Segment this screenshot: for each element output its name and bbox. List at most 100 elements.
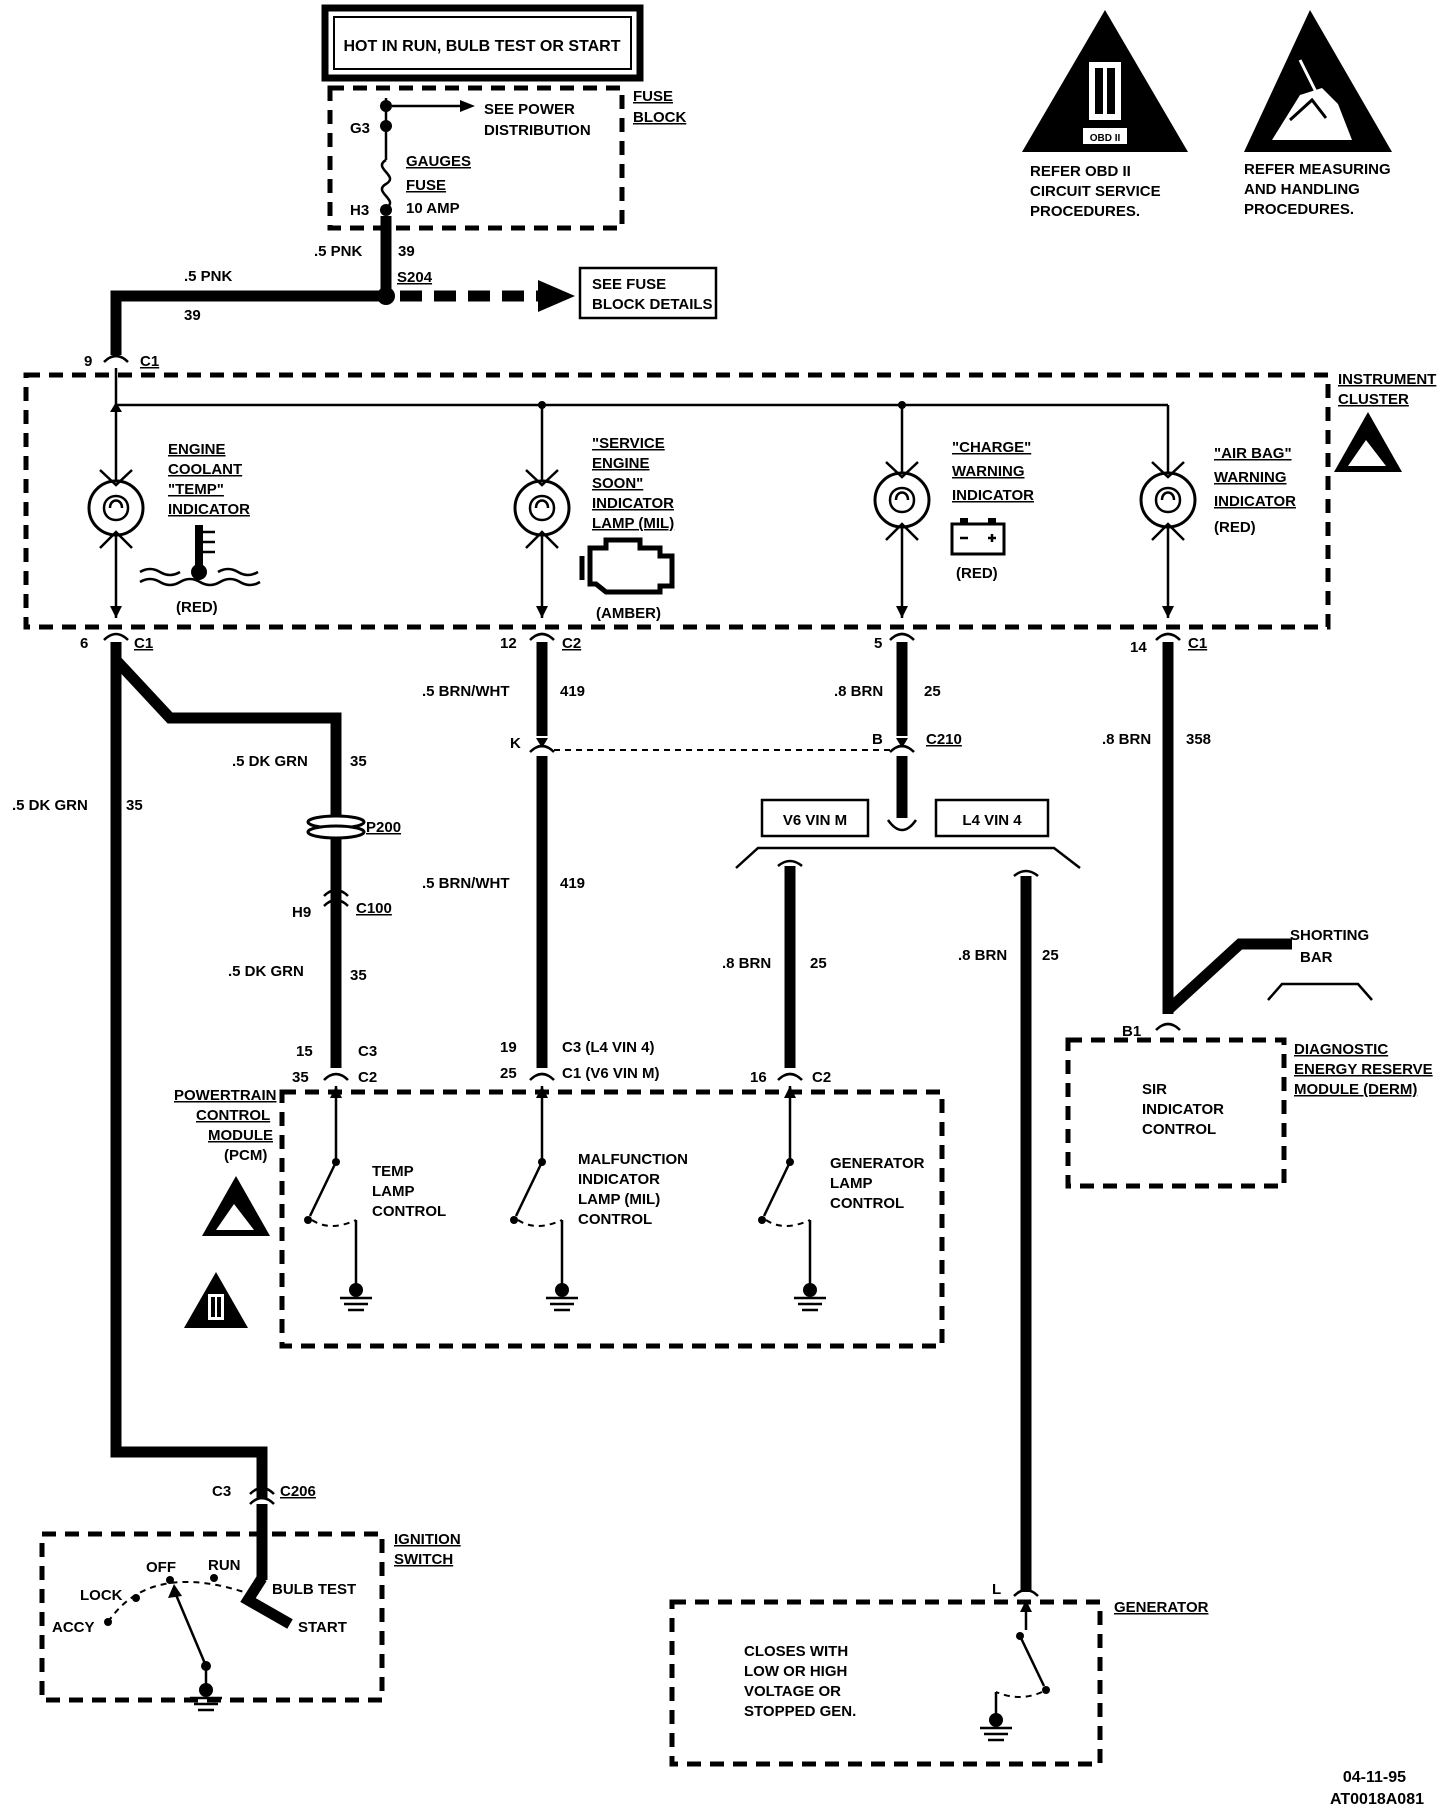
svg-text:419: 419 [560,683,585,700]
ground-icon [546,1283,578,1312]
svg-text:DIAGNOSTIC: DIAGNOSTIC [1294,1041,1388,1058]
svg-text:.8 BRN: .8 BRN [958,947,1007,964]
svg-text:16: 16 [750,1069,767,1086]
thermometer-icon [139,525,261,587]
arrow-icon [538,280,575,312]
splice-s204 [377,287,395,305]
coolant-temp-lamp: ENGINE COOLANT "TEMP" INDICATOR (RED) [87,405,261,618]
svg-text:.8 BRN: .8 BRN [1102,731,1151,748]
p200-connector: P200 [306,814,401,840]
svg-text:CONTROL: CONTROL [1142,1121,1216,1138]
svg-text:(RED): (RED) [956,565,998,582]
fuse-name-2: FUSE [406,177,446,194]
generator-lamp-switch: GENERATOR LAMP CONTROL [758,1086,925,1312]
svg-text:C1: C1 [1188,635,1207,652]
circuit-39-left: 39 [184,307,201,324]
svg-text:INDICATOR: INDICATOR [1142,1101,1224,1118]
svg-text:B1: B1 [1122,1023,1141,1040]
fuse-icon [380,158,392,210]
svg-text:C100: C100 [356,900,392,917]
esd-text-3: PROCEDURES. [1244,201,1354,218]
engine-icon [579,537,675,595]
svg-text:MODULE (DERM): MODULE (DERM) [1294,1081,1417,1098]
diagram-code: AT0018A081 [1330,1791,1424,1808]
svg-text:35: 35 [350,967,367,984]
esd-text-1: REFER MEASURING [1244,161,1391,178]
power-ref-2: DISTRIBUTION [484,122,591,139]
svg-text:C2: C2 [562,635,581,652]
fuse-details-1: SEE FUSE [592,276,666,293]
svg-text:C210: C210 [926,731,962,748]
fuse-block-label-2: BLOCK [633,109,686,126]
pcm: POWERTRAIN CONTROL MODULE (PCM) 15 C3 35… [174,1039,945,1349]
charge-warning-lamp: "CHARGE" WARNING INDICATOR (RED) [873,405,1034,618]
svg-text:POWERTRAIN: POWERTRAIN [174,1087,277,1104]
svg-text:WARNING: WARNING [1214,469,1287,486]
generator-box [669,1599,1103,1767]
temp-lamp-switch: TEMP LAMP CONTROL [304,1086,446,1312]
svg-text:(AMBER): (AMBER) [596,605,661,622]
battery-icon [950,518,1006,556]
lamp-icon [513,479,571,537]
fuse-details-2: BLOCK DETAILS [592,296,713,313]
svg-text:35: 35 [126,797,143,814]
esd-hand-icon [1244,10,1392,152]
svg-text:LOCK: LOCK [80,1587,123,1604]
svg-text:SHORTING: SHORTING [1290,927,1369,944]
svg-text:(PCM): (PCM) [224,1147,267,1164]
header-box: HOT IN RUN, BULB TEST OR START [321,4,644,82]
svg-text:SIR: SIR [1142,1081,1167,1098]
svg-text:INDICATOR: INDICATOR [592,495,674,512]
svg-text:INDICATOR: INDICATOR [168,501,250,518]
svg-text:.5 DK GRN: .5 DK GRN [228,963,304,980]
svg-text:RUN: RUN [208,1557,241,1574]
vin-l4-box: L4 VIN 4 [934,798,1050,838]
svg-text:COOLANT: COOLANT [168,461,242,478]
svg-text:MODULE: MODULE [208,1127,273,1144]
lamp-icon [873,471,931,529]
cluster-connectors: 6 C1 12 C2 5 14 C1 [80,632,1207,656]
svg-text:.5 DK GRN: .5 DK GRN [232,753,308,770]
lamp-icon [87,479,145,537]
c1-pin-9: 9 [84,353,92,370]
brn-wht-wires: K .5 BRN/WHT 419 .5 BRN/WHT 419 [422,642,890,1068]
svg-text:B: B [872,731,883,748]
fuse-pin-h3: H3 [350,202,369,219]
svg-text:P200: P200 [366,819,401,836]
svg-text:LAMP (MIL): LAMP (MIL) [578,1191,660,1208]
svg-text:CONTROL: CONTROL [196,1107,270,1124]
cluster-label-1: INSTRUMENT [1338,371,1436,388]
svg-text:OFF: OFF [146,1559,176,1576]
air-bag-warning-lamp: "AIR BAG" WARNING INDICATOR (RED) [1139,405,1296,618]
brn-wires: B C210 .8 BRN 25 V6 VIN M L4 VIN 4 .8 BR… [722,642,1081,1592]
svg-text:GENERATOR: GENERATOR [1114,1599,1209,1616]
cluster-label-2: CLUSTER [1338,391,1409,408]
obd-pcm-icon [184,1272,248,1328]
svg-text:LAMP: LAMP [830,1175,873,1192]
svg-text:ENERGY RESERVE: ENERGY RESERVE [1294,1061,1433,1078]
svg-text:.5 BRN/WHT: .5 BRN/WHT [422,875,510,892]
svg-text:LOW OR HIGH: LOW OR HIGH [744,1663,847,1680]
svg-text:INDICATOR: INDICATOR [578,1171,660,1188]
instrument-cluster: INSTRUMENT CLUSTER ENGINE COOLANT "TEMP"… [23,368,1436,630]
svg-text:.5 DK GRN: .5 DK GRN [12,797,88,814]
svg-text:CONTROL: CONTROL [372,1203,446,1220]
fuse-rating: 10 AMP [406,200,460,217]
fuse-block: FUSE BLOCK G3 H3 SEE POWER DISTRIBUTION … [327,85,686,231]
svg-text:6: 6 [80,635,88,652]
vin-v6-box: V6 VIN M [760,798,870,838]
svg-text:"AIR BAG": "AIR BAG" [1214,445,1292,462]
svg-text:35: 35 [292,1069,309,1086]
circuit-39-top: 39 [398,243,415,260]
svg-text:BULB TEST: BULB TEST [272,1581,356,1598]
header-title: HOT IN RUN, BULB TEST OR START [343,38,620,55]
obd-text-3: PROCEDURES. [1030,203,1140,220]
svg-text:"SERVICE: "SERVICE [592,435,665,452]
svg-text:V6 VIN M: V6 VIN M [783,812,847,829]
power-ref-1: SEE POWER [484,101,575,118]
svg-text:IGNITION: IGNITION [394,1531,461,1548]
ground-icon [980,1713,1012,1742]
svg-text:25: 25 [924,683,941,700]
svg-text:25: 25 [500,1065,517,1082]
derm-box [1065,1037,1287,1189]
